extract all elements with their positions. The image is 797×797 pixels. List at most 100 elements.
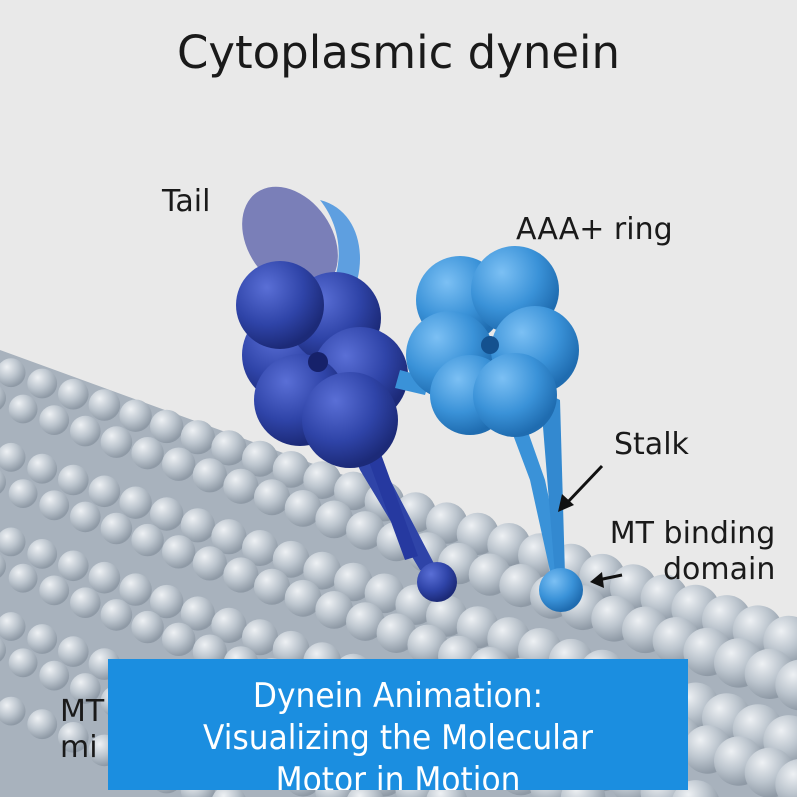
tubulin-subunit [180, 508, 215, 543]
tubulin-subunit [192, 458, 227, 493]
tubulin-subunit [315, 591, 354, 629]
banner-line-3: Motor in Motion [275, 760, 521, 790]
mt-minus-label-line2: mi [60, 730, 98, 765]
tubulin-subunit [162, 447, 196, 481]
diagram-title: Cytoplasmic dynein [176, 26, 621, 79]
tubulin-subunit [119, 486, 152, 519]
tubulin-subunit [8, 479, 38, 508]
stalk-label: Stalk [614, 427, 689, 462]
caption-banner: Dynein Animation: Visualizing the Molecu… [108, 659, 688, 790]
tubulin-subunit [180, 420, 215, 455]
tubulin-subunit [211, 430, 247, 466]
dark-mt-binding-domain [417, 562, 457, 602]
mt-binding-label-line1: MT binding [609, 516, 776, 551]
light-stalk [500, 395, 566, 580]
tubulin-subunit [150, 409, 184, 444]
tubulin-subunit [131, 523, 164, 557]
tubulin-subunit [88, 389, 121, 421]
dark-aaa-ring [236, 261, 408, 468]
dark-dynein-motor [236, 186, 457, 602]
tubulin-subunit [70, 587, 101, 618]
tubulin-subunit [131, 437, 164, 470]
tubulin-subunit [27, 368, 58, 399]
mt-binding-arrow [590, 572, 623, 588]
tubulin-subunit [407, 624, 448, 665]
tubulin-subunit [27, 453, 58, 484]
tail-label: Tail [162, 184, 211, 219]
tubulin-subunit [0, 442, 26, 472]
tubulin-subunit [223, 557, 259, 593]
tubulin-subunit [211, 519, 247, 555]
tubulin-subunit [284, 490, 322, 527]
tubulin-subunit [100, 426, 133, 458]
tubulin-subunit [27, 539, 58, 569]
tubulin-subunit [58, 636, 89, 667]
tubulin-subunit [272, 540, 310, 578]
tubulin-subunit [70, 501, 101, 533]
tubulin-subunit [0, 358, 26, 388]
tubulin-subunit [254, 568, 290, 605]
tubulin-subunit [119, 573, 152, 606]
tubulin-subunit [119, 399, 152, 432]
mt-binding-domain-label: MT binding domain [603, 516, 776, 588]
tubulin-subunit [334, 562, 373, 602]
tubulin-subunit [39, 660, 70, 691]
light-aaa-ring [406, 246, 579, 437]
tubulin-subunit [58, 464, 89, 496]
tubulin-subunit [364, 573, 405, 614]
tubulin-subunit [242, 619, 278, 656]
light-mt-binding-domain [539, 568, 583, 612]
tubulin-subunit [242, 440, 278, 477]
tubulin-subunit [70, 415, 101, 447]
tubulin-subunit [376, 613, 417, 653]
tubulin-subunit [8, 563, 38, 593]
mt-minus-label: MT mi [60, 694, 104, 766]
tubulin-subunit [39, 490, 70, 521]
tubulin-subunit [39, 575, 70, 606]
tubulin-subunit [0, 554, 6, 578]
tubulin-subunit [0, 696, 26, 726]
tubulin-subunit [58, 378, 89, 410]
banner-line-1: Dynein Animation: [252, 676, 544, 716]
banner-line-2: Visualizing the Molecular [203, 718, 593, 758]
light-dynein-motor [395, 246, 583, 612]
stalk-arrow [558, 464, 604, 512]
tubulin-subunit [0, 638, 6, 662]
tubulin-subunit [27, 709, 58, 740]
tubulin-subunit [272, 630, 310, 668]
tubulin-subunit [303, 461, 342, 499]
tubulin-subunit [150, 497, 184, 531]
tubulin-subunit [254, 479, 290, 516]
tubulin-subunit [334, 471, 373, 511]
tubulin-subunit [162, 622, 196, 656]
mt-binding-label-line2: domain [663, 552, 776, 587]
tubulin-subunit [8, 648, 38, 678]
tubulin-subunit [100, 599, 133, 631]
tubulin-subunit [192, 546, 227, 581]
tubulin-subunit [0, 612, 26, 641]
tubulin-subunit [775, 659, 797, 711]
tubulin-subunit [303, 551, 342, 590]
tubulin-subunit [775, 759, 797, 797]
tubulin-subunit [0, 527, 26, 557]
tubulin-subunit [27, 624, 58, 654]
tubulin-subunit [58, 722, 89, 753]
tubulin-subunit [100, 512, 133, 545]
tubulin-subunit [131, 610, 164, 644]
tubulin-subunit [315, 500, 354, 539]
tubulin-subunit [284, 579, 322, 617]
tubulin-subunit [272, 451, 310, 488]
tubulin-subunit [39, 405, 70, 435]
tubulin-subunit [346, 602, 385, 641]
tubulin-subunit [8, 394, 38, 424]
tubulin-subunit [162, 535, 196, 569]
tubulin-subunit [88, 561, 121, 594]
tubulin-subunit [0, 386, 6, 410]
tubulin-subunit [58, 550, 89, 582]
tubulin-subunit [0, 470, 6, 494]
tubulin-subunit [223, 468, 259, 504]
tubulin-subunit [150, 584, 184, 619]
aaa-ring-label: AAA+ ring [516, 212, 673, 247]
tubulin-subunit [88, 475, 121, 508]
tubulin-subunit [242, 530, 278, 566]
